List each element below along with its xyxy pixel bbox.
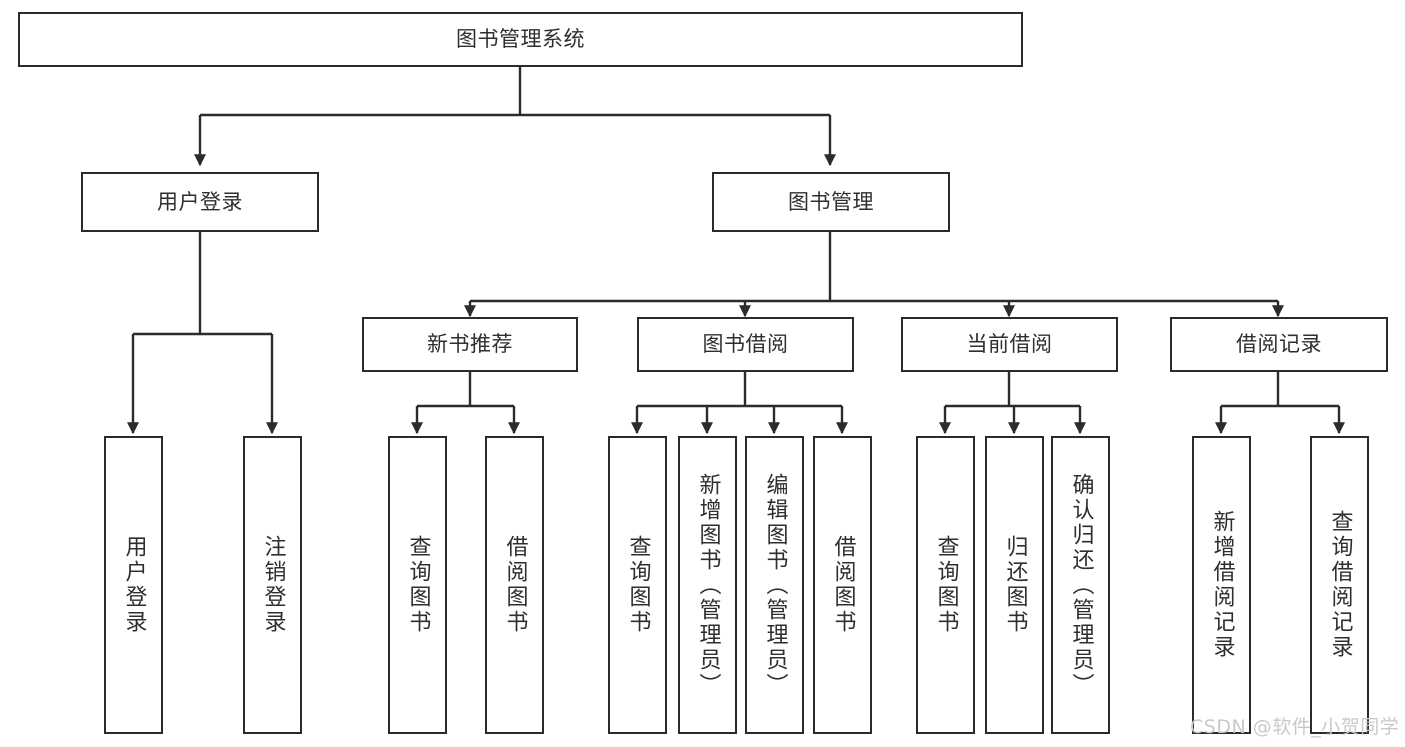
node-leaf-borrow-book-1[interactable]: 借阅图书	[485, 436, 544, 734]
node-book-manage[interactable]: 图书管理	[712, 172, 950, 232]
node-borrow-record[interactable]: 借阅记录	[1170, 317, 1388, 372]
node-leaf-query-book-1[interactable]: 查询图书	[388, 436, 447, 734]
node-leaf-query-book-1-label: 查询图书	[405, 535, 431, 635]
node-new-book-rec[interactable]: 新书推荐	[362, 317, 578, 372]
node-root-label: 图书管理系统	[456, 27, 585, 52]
node-leaf-query-record[interactable]: 查询借阅记录	[1310, 436, 1369, 734]
node-leaf-add-book[interactable]: 新增图书（管理员）	[678, 436, 737, 734]
node-book-manage-label: 图书管理	[788, 189, 874, 214]
node-leaf-borrow-book-2-label: 借阅图书	[830, 535, 856, 635]
node-leaf-user-login[interactable]: 用户登录	[104, 436, 163, 734]
node-leaf-return-book-label: 归还图书	[1002, 535, 1028, 635]
node-book-borrow-label: 图书借阅	[702, 332, 789, 357]
node-leaf-user-login-label: 用户登录	[121, 535, 147, 635]
node-leaf-confirm-return[interactable]: 确认归还（管理员）	[1051, 436, 1110, 734]
node-user-login-label: 用户登录	[157, 189, 243, 214]
node-user-login[interactable]: 用户登录	[81, 172, 319, 232]
node-leaf-logout[interactable]: 注销登录	[243, 436, 302, 734]
node-leaf-logout-label: 注销登录	[260, 535, 286, 635]
node-leaf-query-book-2-label: 查询图书	[625, 535, 651, 635]
node-new-book-rec-label: 新书推荐	[427, 332, 513, 357]
node-leaf-confirm-return-label: 确认归还（管理员）	[1068, 472, 1094, 698]
node-leaf-add-book-label: 新增图书（管理员）	[695, 472, 721, 698]
node-leaf-return-book[interactable]: 归还图书	[985, 436, 1044, 734]
node-leaf-query-book-3-label: 查询图书	[933, 535, 959, 635]
node-current-borrow-label: 当前借阅	[966, 332, 1053, 357]
node-leaf-edit-book[interactable]: 编辑图书（管理员）	[745, 436, 804, 734]
node-leaf-query-book-2[interactable]: 查询图书	[608, 436, 667, 734]
node-leaf-borrow-book-1-label: 借阅图书	[502, 535, 528, 635]
node-leaf-add-record[interactable]: 新增借阅记录	[1192, 436, 1251, 734]
node-leaf-add-record-label: 新增借阅记录	[1209, 510, 1235, 660]
node-leaf-edit-book-label: 编辑图书（管理员）	[762, 472, 788, 698]
node-leaf-borrow-book-2[interactable]: 借阅图书	[813, 436, 872, 734]
node-book-borrow[interactable]: 图书借阅	[637, 317, 854, 372]
node-current-borrow[interactable]: 当前借阅	[901, 317, 1118, 372]
node-borrow-record-label: 借阅记录	[1236, 332, 1322, 357]
node-root[interactable]: 图书管理系统	[18, 12, 1023, 67]
node-leaf-query-record-label: 查询借阅记录	[1327, 510, 1353, 660]
node-leaf-query-book-3[interactable]: 查询图书	[916, 436, 975, 734]
